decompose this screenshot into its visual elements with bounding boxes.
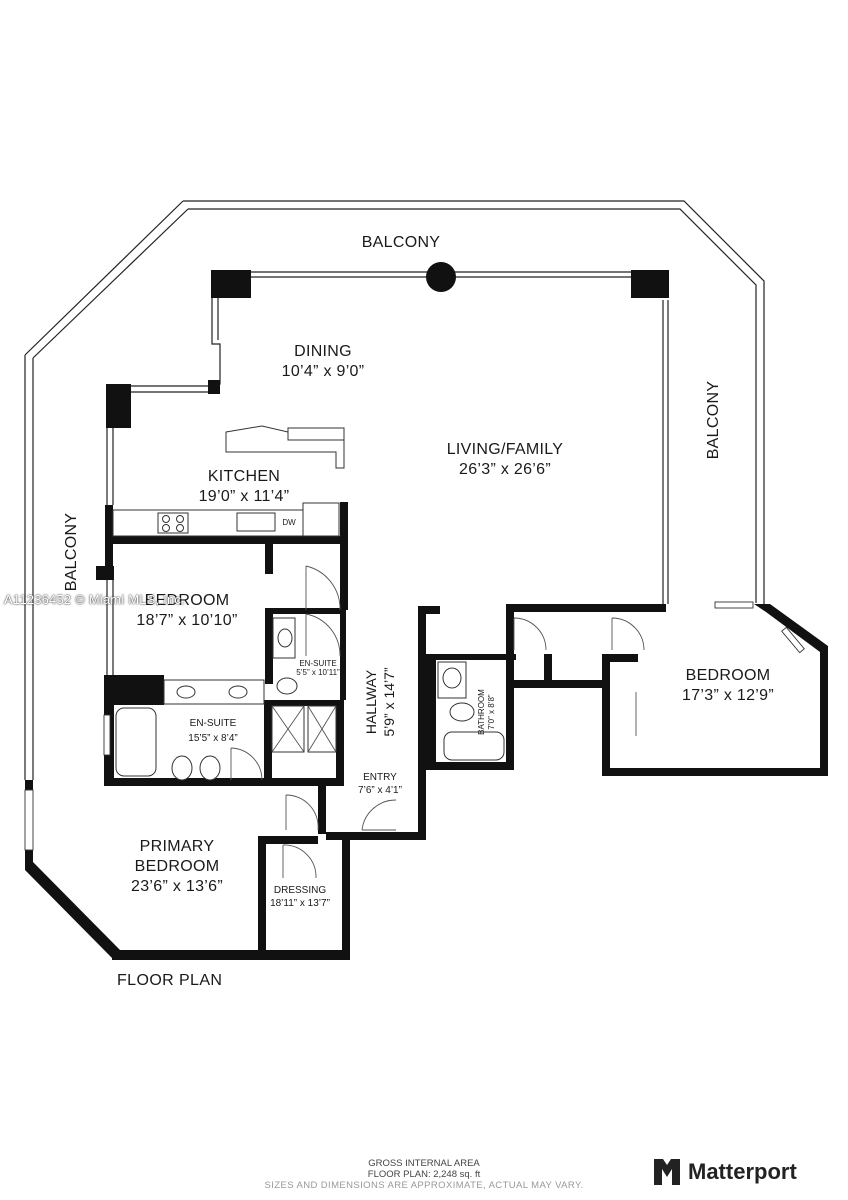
ensuite-main-dims: 15’5” x 8’4” (188, 733, 237, 744)
living-dims: 26’3” x 26’6” (459, 461, 551, 478)
floor-plan-title: FLOOR PLAN (117, 972, 223, 989)
interior-walls (25, 502, 828, 960)
dressing-dims: 18’11” x 13’7” (270, 898, 330, 909)
hallway-dims: 5’9” x 14’7” (381, 667, 397, 737)
door-swings (230, 565, 645, 879)
balcony-top-label: BALCONY (362, 234, 441, 251)
balcony-left-label: BALCONY (63, 513, 80, 592)
entry-dims: 7’6” x 4’1” (358, 785, 402, 796)
primary-window (24, 789, 34, 851)
brand-name: Matterport (688, 1159, 797, 1184)
balcony-outline (24, 200, 765, 780)
kitchen-fixtures (112, 425, 345, 537)
area-footer: GROSS INTERNAL AREA FLOOR PLAN: 2,248 sq… (0, 1158, 848, 1191)
gross-area-value: FLOOR PLAN: 2,248 sq. ft (367, 1169, 481, 1180)
dishwasher-label: DW (282, 518, 296, 527)
kitchen-dims: 19’0” x 11’4” (199, 488, 290, 505)
gross-area-heading: GROSS INTERNAL AREA (368, 1158, 480, 1169)
bathroom-dims: 7’0” x 8’8” (487, 694, 496, 729)
ensuite-small-label: EN-SUITE (299, 659, 336, 668)
living-label: LIVING/FAMILY (447, 441, 564, 458)
dining-label: DINING (294, 343, 352, 360)
size-disclaimer: SIZES AND DIMENSIONS ARE APPROXIMATE, AC… (264, 1180, 584, 1191)
kitchen-sink-icon (236, 512, 276, 532)
bath-fixtures (115, 617, 505, 781)
dining-dims: 10’4” x 9’0” (282, 363, 365, 380)
ensuite-small-dims: 5’5” x 10’11” (296, 668, 340, 677)
cooktop-icon (157, 512, 189, 534)
balcony-right-label: BALCONY (705, 381, 722, 460)
kitchen-label: KITCHEN (208, 468, 280, 485)
bathroom-label: BATHROOM (477, 689, 486, 735)
kitchen-island-icon (225, 425, 345, 469)
entry-label: ENTRY (363, 772, 397, 783)
bedroom-left-label: BEDROOM (145, 592, 230, 609)
dressing-label: DRESSING (274, 885, 326, 896)
bedroom-left-dims: 18’7” x 10’10” (136, 612, 237, 629)
bay-window (781, 626, 805, 654)
toilet-icon (171, 755, 193, 781)
matterport-brand: Matterport (652, 1157, 797, 1187)
mls-watermark: A11236452 © Miami MLS, Inc. (4, 592, 185, 607)
bedroom-window (714, 601, 754, 609)
matterport-logo-icon (654, 1159, 680, 1185)
bedroom-right-dims: 17’3” x 12’9” (682, 687, 774, 704)
ensuite-window (103, 714, 111, 756)
fridge-icon (302, 502, 340, 537)
primary-bedroom-label-2: BEDROOM (135, 858, 220, 875)
hallway-label: HALLWAY (363, 669, 379, 734)
primary-bedroom-dims: 23’6” x 13’6” (131, 878, 223, 895)
primary-bedroom-label-1: PRIMARY (140, 838, 215, 855)
ensuite-main-label: EN-SUITE (190, 718, 237, 729)
bathtub-icon (115, 707, 157, 777)
bedroom-right-label: BEDROOM (686, 667, 771, 684)
structural-columns (96, 262, 669, 580)
